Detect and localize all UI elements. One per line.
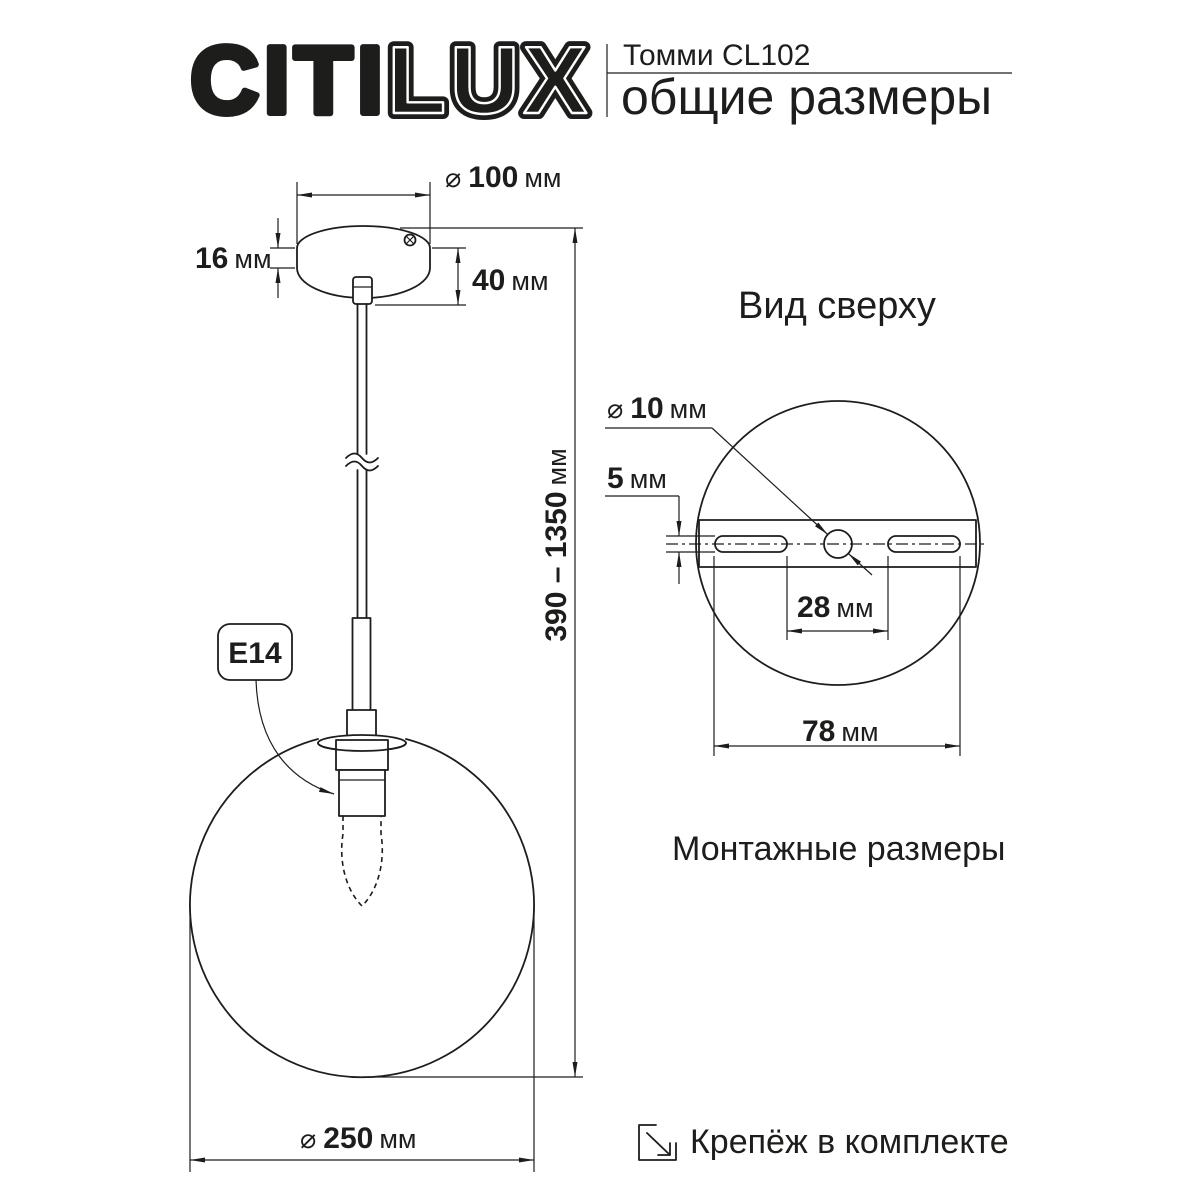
socket-label-leader — [255, 679, 335, 795]
cable-clamp — [352, 276, 373, 305]
hardware-note: Крепёж в комплекте — [690, 1123, 1009, 1161]
dim-value: 10 — [630, 392, 663, 425]
arrow-into-box — [646, 1132, 671, 1156]
dim-value: 250 — [323, 1122, 373, 1155]
dim-value: 5 — [607, 462, 624, 495]
mounting-slot-right — [887, 535, 961, 553]
dim-unit: мм — [542, 448, 572, 485]
canopy-top-outline — [695, 400, 981, 686]
leader-line — [711, 427, 829, 535]
brand-logo: CITILUX — [190, 27, 591, 134]
candle-bulb-outline — [340, 816, 384, 908]
ceiling-canopy — [296, 225, 431, 299]
dim-unit: мм — [670, 394, 707, 424]
page-subtitle: общие размеры — [621, 69, 992, 125]
mounting-caption: Монтажные размеры — [672, 830, 1005, 868]
socket-label: E14 — [228, 637, 282, 670]
dim-label: 390 – 1350 мм — [540, 448, 573, 641]
socket-lower — [338, 769, 386, 817]
dim-unit: мм — [836, 593, 873, 623]
box-arrow-icon — [638, 1124, 677, 1161]
diameter-symbol: ⌀ — [607, 394, 623, 425]
mounting-slot-left — [714, 535, 788, 553]
dim-unit: мм — [524, 163, 561, 193]
logo-inline-part: LUX — [387, 27, 591, 134]
dim-value: 100 — [468, 161, 518, 194]
brand-header: CITILUX CITILUX Томми CL102 общие размер… — [187, 21, 1012, 140]
socket-type-callout: E14 — [217, 623, 335, 795]
socket-upper — [335, 739, 389, 771]
brand-logo-inline: CITILUX — [190, 27, 591, 134]
holder-connector — [346, 709, 377, 739]
dim-unit: мм — [630, 464, 667, 494]
top-view-title: Вид сверху — [738, 285, 936, 327]
canopy-screw-slot — [406, 236, 414, 244]
hardware-included-note: Крепёж в комплекте — [638, 1123, 1009, 1161]
dim-value: 78 — [802, 715, 835, 748]
center-hole — [823, 529, 853, 559]
dim-value: 16 — [195, 242, 228, 275]
dim-value: 390 – 1350 — [540, 491, 573, 641]
suspension-cable-upper — [356, 303, 368, 455]
dim-value: 40 — [472, 264, 505, 297]
diameter-symbol: ⌀ — [300, 1124, 316, 1155]
leader-line-return — [847, 553, 873, 576]
dim-unit: мм — [841, 717, 878, 747]
socket-label-box — [217, 623, 293, 681]
logo-solid-part: CITI — [190, 27, 387, 134]
diameter-symbol: ⌀ — [445, 163, 461, 194]
holder-tube — [351, 617, 372, 712]
cable-break-symbol — [345, 452, 379, 472]
model-name: Томми CL102 — [623, 39, 810, 72]
dim-overall-height: 390 – 1350 мм — [362, 227, 583, 1078]
suspension-cable-lower — [356, 469, 368, 619]
globe-flange-front-edge — [317, 742, 407, 752]
dim-unit: мм — [234, 244, 271, 274]
box-outline — [638, 1124, 677, 1161]
logo-outline-part: LUX — [387, 27, 591, 134]
dim-unit: мм — [379, 1124, 416, 1154]
dim-unit: мм — [511, 266, 548, 296]
dim-value: 28 — [797, 591, 830, 624]
